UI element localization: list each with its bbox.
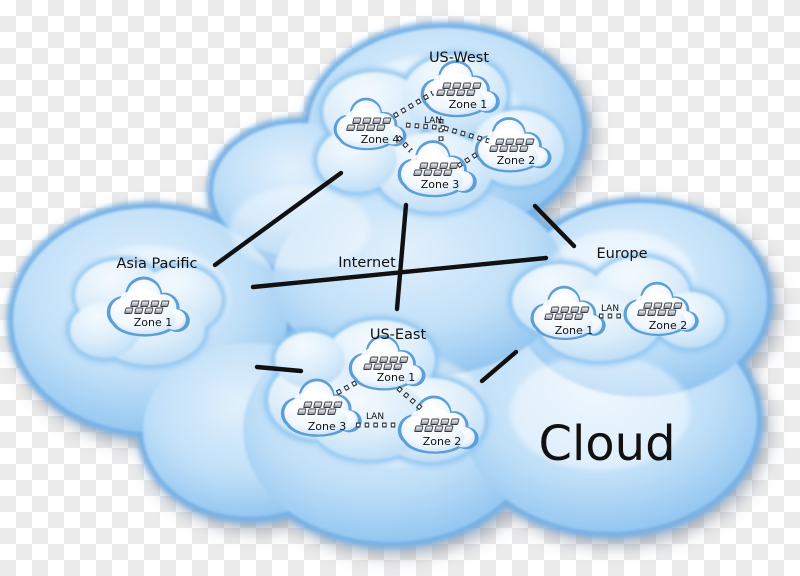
line-asiapacific-europe	[250, 255, 549, 290]
line-asiapacific-useast	[254, 364, 304, 374]
region-title-us-east: US-East	[370, 327, 427, 343]
region-title-us-west: US-West	[429, 50, 489, 66]
line-uswest-useast	[394, 202, 409, 312]
backbone-lines	[212, 170, 577, 384]
line-useast-europe	[479, 349, 519, 384]
internet-label: Internet	[338, 255, 396, 271]
region-title-europe: Europe	[597, 246, 648, 262]
zone-label-asiapacific-zone1: Zone 1	[134, 316, 173, 329]
zone-label-uswest-zone3: Zone 3	[421, 178, 460, 191]
zone-label-europe-zone2: Zone 2	[649, 319, 688, 332]
zone-label-uswest-zone2: Zone 2	[497, 154, 536, 167]
lan-label-us-west: LAN	[424, 116, 442, 126]
cloud-title: Cloud	[538, 416, 675, 472]
zone-label-useast-zone3: Zone 3	[308, 420, 347, 433]
zone-label-useast-zone2: Zone 2	[423, 435, 462, 448]
zone-label-uswest-zone1: Zone 1	[449, 98, 488, 111]
zone-label-useast-zone1: Zone 1	[377, 371, 416, 384]
lan-label-us-east: LAN	[366, 412, 384, 422]
lan-label-europe: LAN	[601, 304, 619, 314]
region-title-asia-pacific: Asia Pacific	[116, 256, 197, 272]
line-asiapacific-uswest	[212, 170, 344, 268]
zone-label-europe-zone1: Zone 1	[555, 324, 594, 337]
labels: US-West Asia Pacific Europe US-East Inte…	[116, 50, 687, 472]
line-uswest-europe	[532, 203, 577, 249]
lan-links	[335, 90, 625, 428]
zone-label-uswest-zone4: Zone 4	[361, 133, 400, 146]
